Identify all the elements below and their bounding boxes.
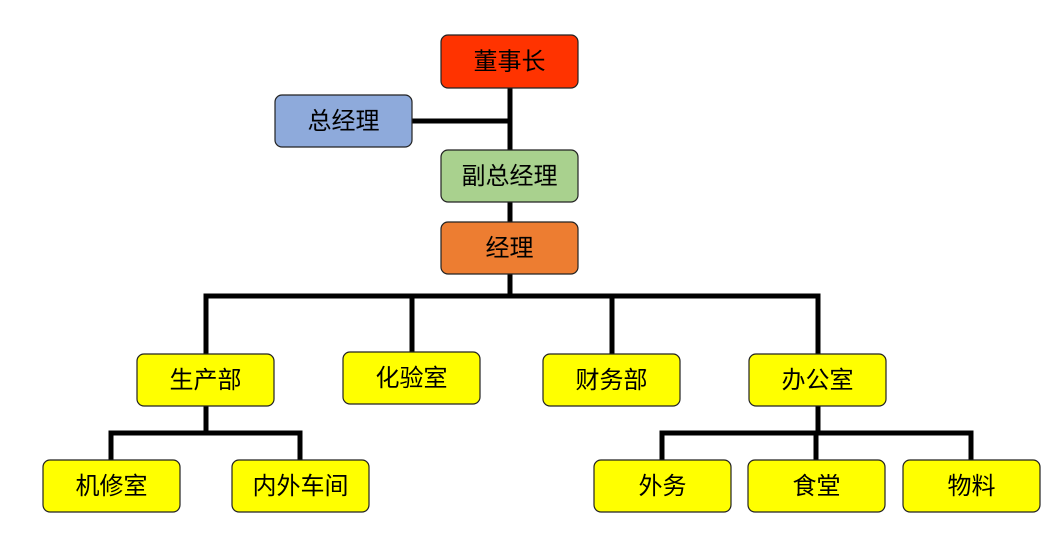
node-label: 董事长 — [474, 48, 546, 76]
node-box — [274, 94, 413, 148]
node-label: 外务 — [639, 472, 687, 500]
connector-lines — [108, 85, 974, 463]
node-machine-repair-room: 机修室 — [42, 459, 181, 513]
node-label: 财务部 — [576, 366, 648, 394]
node-label: 生产部 — [170, 366, 242, 394]
node-canteen: 食堂 — [747, 459, 886, 513]
node-finance-department: 财务部 — [542, 353, 681, 407]
node-box — [342, 351, 481, 405]
node-box — [902, 459, 1041, 513]
node-deputy-general-manager: 副总经理 — [440, 149, 579, 203]
node-box — [42, 459, 181, 513]
node-materials: 物料 — [902, 459, 1041, 513]
node-production-department: 生产部 — [136, 353, 275, 407]
node-box — [440, 221, 579, 275]
node-box — [747, 459, 886, 513]
node-office: 办公室 — [748, 353, 887, 407]
node-label: 化验室 — [376, 364, 448, 392]
node-label: 食堂 — [793, 472, 841, 500]
node-laboratory: 化验室 — [342, 351, 481, 405]
node-label: 副总经理 — [462, 162, 558, 190]
node-box — [748, 353, 887, 407]
node-external-affairs: 外务 — [593, 459, 732, 513]
node-box — [440, 34, 579, 89]
node-label: 物料 — [948, 472, 996, 500]
node-box — [542, 353, 681, 407]
node-box — [593, 459, 732, 513]
node-label: 内外车间 — [253, 472, 349, 500]
node-label: 机修室 — [76, 472, 148, 500]
node-manager: 经理 — [440, 221, 579, 275]
node-box — [440, 149, 579, 203]
node-chairman: 董事长 — [440, 34, 579, 89]
node-label: 经理 — [486, 234, 534, 262]
node-general-manager: 总经理 — [274, 94, 413, 148]
node-label: 总经理 — [308, 107, 380, 135]
node-internal-external-workshop: 内外车间 — [231, 459, 370, 513]
node-label: 办公室 — [782, 366, 854, 394]
node-box — [136, 353, 275, 407]
node-box — [231, 459, 370, 513]
